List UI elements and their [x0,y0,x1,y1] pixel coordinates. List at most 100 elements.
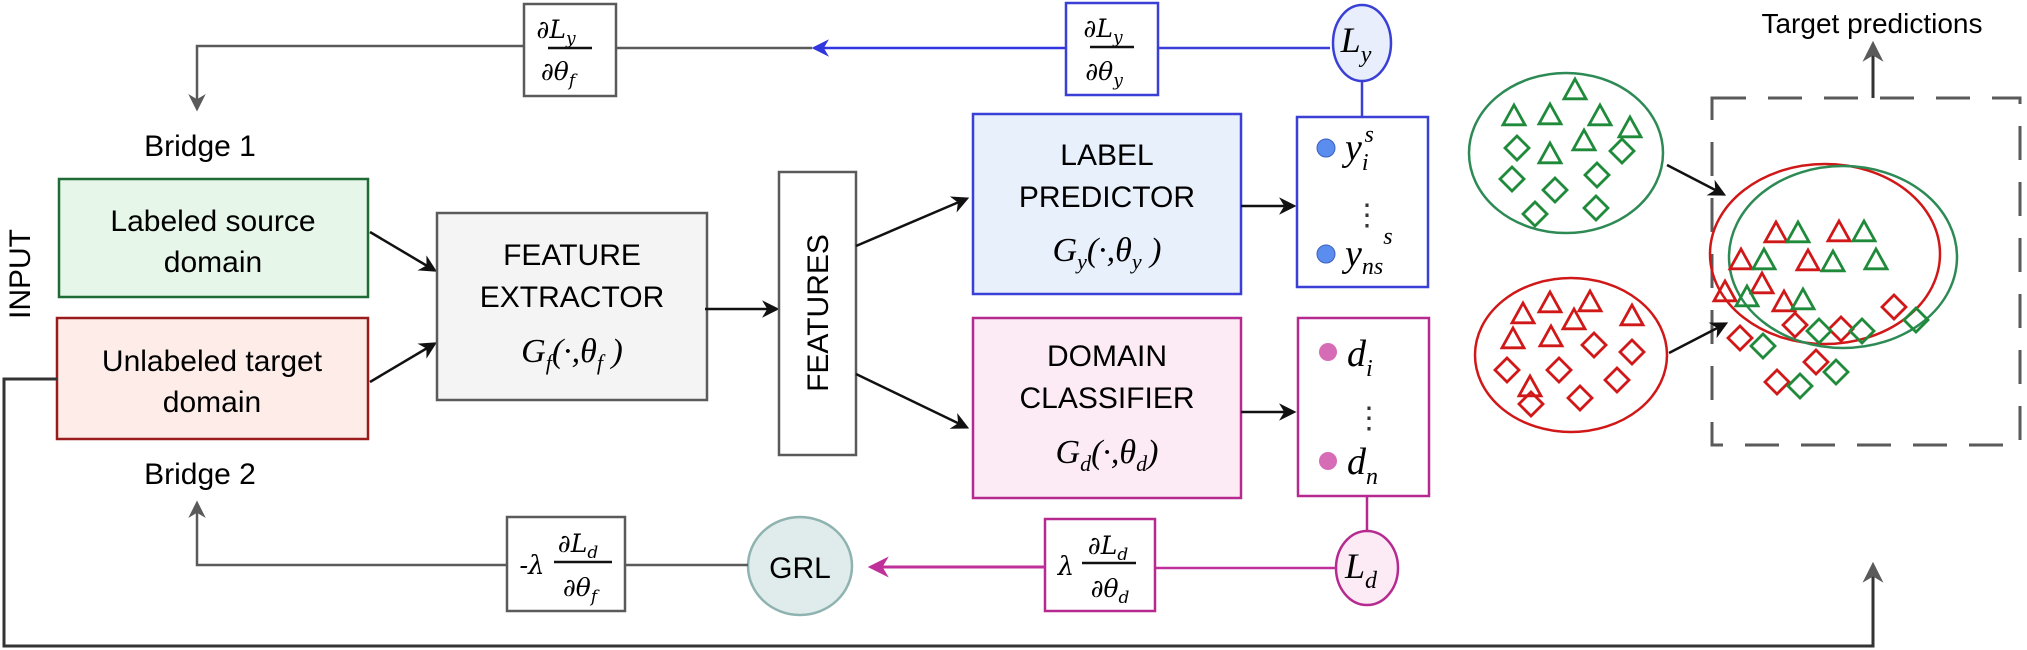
target-triangle [1537,323,1565,348]
target-triangle [1516,373,1544,398]
target-triangle [1576,288,1604,313]
aligned-red-diamond [1827,315,1855,343]
aligned-green-diamond [1902,306,1930,334]
aligned-green-triangle [1733,283,1761,308]
svg-text:∂θf: ∂θf [541,57,578,91]
aligned-red-diamond [1781,311,1809,339]
svg-text:-λ: -λ [519,551,544,581]
svg-text:Gf(·,θf ): Gf(·,θf ) [521,333,623,375]
aligned-red-triangle [1794,247,1822,272]
target-diamond [1580,331,1608,359]
target-diamond [1566,384,1594,412]
aligned-green-ellipse [1727,164,1959,350]
source-triangle [1536,140,1564,165]
svg-text:Gd(·,θd): Gd(·,θd) [1056,434,1159,476]
target-triangle [1536,289,1564,314]
gradient-box-ly-thetay: ∂Ly ∂θy [1064,1,1160,97]
aligned-red-triangle [1825,218,1853,243]
source-triangle [1586,102,1614,127]
cluster-visualization [1467,71,1959,434]
source-diamond [1582,194,1610,222]
svg-text:∂Ld: ∂Ld [1088,531,1129,565]
source-diamond [1608,137,1636,165]
source-triangle [1616,114,1644,139]
features-to-domain-classifier-arrow [855,372,970,429]
aligned-red-diamond [1726,324,1754,352]
svg-text:domain: domain [164,246,262,279]
target-diamond [1545,356,1573,384]
source-diamond [1498,165,1526,193]
source-triangle [1500,102,1528,127]
svg-text:FEATURES: FEATURES [802,234,835,392]
bridge1-arrow [188,44,524,112]
feature-extractor-box: FEATURE EXTRACTOR Gf(·,θf ) [435,211,709,402]
label-output-dot [1316,244,1336,264]
target-triangle [1499,325,1527,350]
svg-text:DOMAIN: DOMAIN [1047,340,1167,373]
gradient-reversal-layer-node: GRL [746,515,854,617]
aligned-red-triangle [1762,219,1790,244]
source-triangle [1570,127,1598,152]
svg-text:Ly: Ly [1340,20,1372,68]
svg-text:∂θd: ∂θd [1091,574,1130,608]
aligned-green-triangle [1862,246,1890,271]
svg-text:Unlabeled target: Unlabeled target [102,345,323,378]
domain-output-dot [1319,343,1337,361]
aligned-red-triangle [1727,246,1755,271]
svg-text:dn: dn [1347,441,1378,490]
source-diamond [1521,200,1549,228]
source-diamond [1503,134,1531,162]
aligned-green-triangle [1784,219,1812,244]
svg-text:Labeled source: Labeled source [110,205,315,238]
svg-text:Ld: Ld [1344,546,1378,594]
target-diamond [1603,366,1631,394]
svg-text:yis: yis [1341,122,1374,176]
gradient-box-ly-thetaf: ∂Ly ∂θf [522,2,618,98]
svg-text:ynss: ynss [1341,224,1393,280]
bridge2-arrow [188,500,507,567]
input-to-target-predictions-line [2,377,1884,648]
aligned-green-triangle [1850,218,1878,243]
aligned-red-triangle [1748,270,1776,295]
aligned-green-diamond [1749,332,1777,360]
svg-text:LABEL: LABEL [1060,139,1153,172]
loss-ld-node: Ld [1334,529,1400,607]
svg-text:∂Ld: ∂Ld [558,529,599,563]
aligned-red-diamond [1880,293,1908,321]
svg-text:∂θf: ∂θf [563,573,600,607]
aligned-green-triangle [1789,286,1817,311]
aligned-red-diamond [1763,368,1791,396]
source-triangle [1561,76,1589,101]
label-predictor-box: LABEL PREDICTOR Gy(·,θy ) [971,112,1243,296]
svg-text:∂θy: ∂θy [1085,57,1123,91]
aligned-green-diamond [1786,372,1814,400]
source-triangle [1536,101,1564,126]
aligned-green-diamond [1822,358,1850,386]
target-to-extractor-arrow [369,342,438,384]
svg-text:di: di [1347,333,1373,382]
source-cluster-to-aligned-arrow [1666,163,1727,196]
source-diamond [1583,161,1611,189]
svg-text:∂Ly: ∂Ly [1083,14,1123,48]
features-box: FEATURES [777,170,858,457]
source-diamond [1541,176,1569,204]
svg-text:FEATURE: FEATURE [503,239,641,272]
label-output-box: yis ⋮ ynss [1295,115,1430,289]
svg-text:EXTRACTOR: EXTRACTOR [480,281,664,314]
target-diamond [1493,356,1521,384]
source-cluster-ellipse [1467,71,1665,235]
svg-text:PREDICTOR: PREDICTOR [1019,181,1195,214]
bridge2-label: Bridge 2 [144,458,256,491]
aligned-red-triangle [1770,288,1798,313]
domain-output-dot [1319,452,1337,470]
target-triangle [1509,300,1537,325]
svg-text:domain: domain [163,386,261,419]
input-label: INPUT [4,229,37,319]
gradient-box-ld-thetaf: -λ ∂Ld ∂θf [505,515,627,613]
loss-ly-node: Ly [1331,3,1393,83]
svg-text:GRL: GRL [769,552,831,585]
label-output-dot [1316,138,1336,158]
labeled-source-domain-box: Labeled source domain [57,177,370,299]
svg-text:∂Ly: ∂Ly [536,15,576,49]
